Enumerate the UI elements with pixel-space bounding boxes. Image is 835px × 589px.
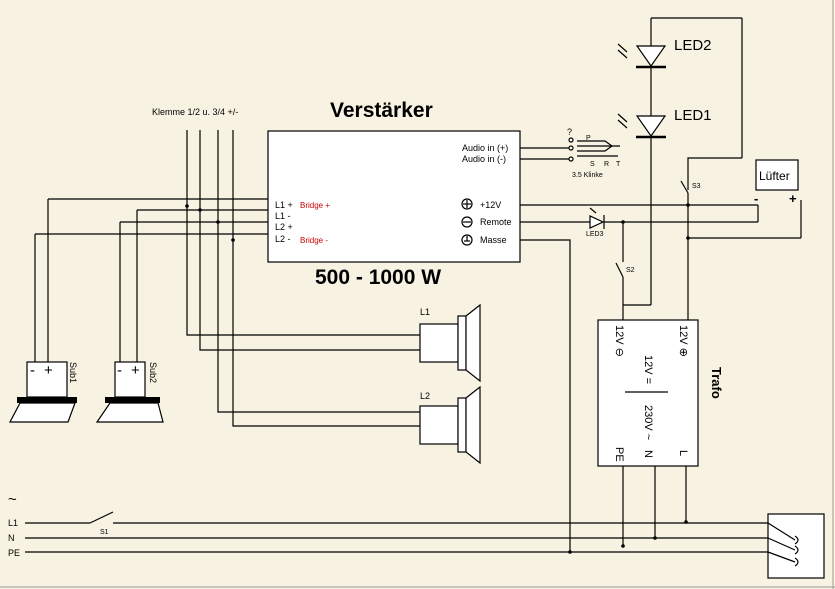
amplifier-box xyxy=(267,130,521,263)
s1-label: S1 xyxy=(100,529,109,536)
sub1-plus: + xyxy=(44,362,53,379)
sub1: - + Sub1 xyxy=(9,361,78,423)
fan-box xyxy=(755,159,799,191)
remote-symbol xyxy=(461,216,473,228)
ground-symbol xyxy=(461,234,473,246)
sub2-minus: - xyxy=(117,362,122,379)
speaker-l2-label: L2 xyxy=(420,391,430,401)
sub2-plus: + xyxy=(131,362,140,379)
trafo-minus-label: 12V ⊖ xyxy=(613,325,625,357)
mains-l1: L1 xyxy=(8,518,18,528)
audio-in-plus-label: Audio in (+) xyxy=(462,143,508,153)
speaker-l2: L2 xyxy=(419,385,481,465)
trafo-title: Trafo xyxy=(709,367,724,399)
sub2: - + Sub2 xyxy=(95,361,164,423)
amplifier-title: Verstärker xyxy=(330,99,433,122)
led3: LED3 xyxy=(586,207,605,238)
led2: LED2 xyxy=(617,37,712,69)
led3-label: LED3 xyxy=(586,231,604,238)
led2-label: LED2 xyxy=(674,37,712,54)
jack-question: ? xyxy=(567,127,572,137)
power-wiring: S3 LED3 S2 xyxy=(520,178,802,554)
audio-jack: ? P S R T 3.5 Klinke xyxy=(520,127,621,179)
trafo-pe: PE xyxy=(613,447,625,462)
pin-l2-minus: L2 - xyxy=(275,234,291,244)
speaker-l1: L1 xyxy=(419,303,481,383)
audio-in-minus-label: Audio in (-) xyxy=(462,154,506,164)
plus12v-symbol xyxy=(461,198,473,210)
trafo: 12V ⊖ 12V ⊕ 12V = 230V ~ PE N L Trafo xyxy=(597,319,724,548)
switch-s1: S1 xyxy=(89,511,114,536)
sub1-label: Sub1 xyxy=(68,362,78,383)
pin-l1-minus: L1 - xyxy=(275,211,291,221)
s2-label: S2 xyxy=(626,267,635,274)
bridge-minus-label: Bridge - xyxy=(300,236,328,245)
switch-s2: S2 xyxy=(615,262,635,278)
jack-label: 3.5 Klinke xyxy=(572,172,603,179)
fan-minus: - xyxy=(754,191,758,206)
pin-l1-plus: L1 + xyxy=(275,200,293,210)
trafo-l: L xyxy=(677,450,689,456)
speaker-wiring xyxy=(34,130,420,427)
amplifier: Verstärker 500 - 1000 W Klemme 1/2 u. 3/… xyxy=(152,99,521,289)
led-chain: LED2 LED1 xyxy=(617,17,743,306)
fan: Lüfter - + xyxy=(754,159,799,222)
led1-label: LED1 xyxy=(674,107,712,124)
fan-label: Lüfter xyxy=(759,169,790,183)
sub2-label: Sub2 xyxy=(148,362,158,383)
s3-label: S3 xyxy=(692,183,701,190)
mains-n: N xyxy=(8,533,15,543)
jack-r: R xyxy=(604,161,609,168)
pin-masse: Masse xyxy=(480,235,507,245)
trafo-n: N xyxy=(642,450,654,458)
trafo-ratio-top: 12V = xyxy=(642,355,654,384)
switch-s3: S3 xyxy=(680,180,701,194)
mains: ~ L1 N PE S1 xyxy=(8,491,825,579)
ac-symbol: ~ xyxy=(8,491,17,508)
sub1-minus: - xyxy=(30,362,35,379)
jack-s: S xyxy=(590,161,595,168)
pin-l2-plus: L2 + xyxy=(275,222,293,232)
bridge-plus-label: Bridge + xyxy=(300,201,330,210)
mains-pe: PE xyxy=(8,548,20,558)
speaker-l1-label: L1 xyxy=(420,307,430,317)
pin-remote: Remote xyxy=(480,217,512,227)
amplifier-power: 500 - 1000 W xyxy=(315,266,441,289)
jack-t: T xyxy=(616,161,621,168)
trafo-plus-label: 12V ⊕ xyxy=(677,325,689,357)
pin-plus12v: +12V xyxy=(480,200,501,210)
trafo-ratio-bottom: 230V ~ xyxy=(642,405,654,440)
jack-p: P xyxy=(586,135,591,142)
terminals-label: Klemme 1/2 u. 3/4 +/- xyxy=(152,107,238,117)
led1: LED1 xyxy=(617,107,712,139)
trafo-box xyxy=(597,319,699,467)
fan-plus: + xyxy=(789,191,797,206)
